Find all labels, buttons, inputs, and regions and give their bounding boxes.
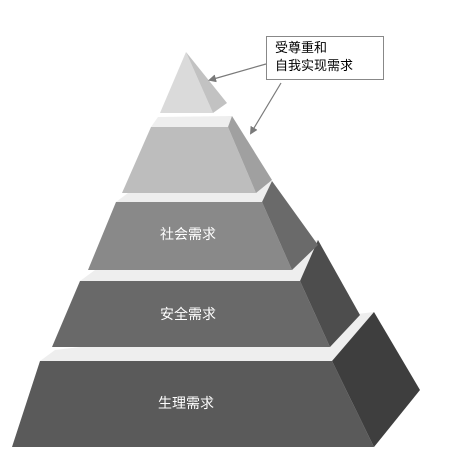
tier-esteem-front — [122, 127, 256, 193]
tier-social-label: 社会需求 — [160, 227, 216, 243]
tier-social-front — [88, 202, 292, 270]
tier-physiological-label: 生理需求 — [158, 396, 214, 412]
callout-arrow-tier4 — [249, 82, 282, 135]
tier-esteem-side — [228, 116, 272, 193]
callout-line-2: 自我实现需求 — [275, 59, 354, 74]
tier-social: 社会需求 — [88, 181, 318, 270]
tier-self-actualization-side — [186, 52, 227, 113]
tier-social-side — [262, 181, 318, 270]
tier-self-actualization — [160, 52, 227, 113]
callout-box: 受尊重和 自我实现需求 — [266, 36, 384, 80]
tier-esteem-top — [151, 116, 232, 127]
callout-arrow-apex — [208, 63, 267, 83]
tier-physiological-front — [12, 361, 374, 447]
tier-self-actualization-front — [160, 52, 213, 113]
tier-esteem — [122, 116, 272, 193]
tier-safety-side — [300, 240, 360, 347]
tier-safety-front — [52, 281, 330, 347]
callout-line-1: 受尊重和 — [275, 41, 328, 56]
tier-physiological-side — [332, 312, 420, 447]
tier-safety-label: 安全需求 — [160, 306, 216, 323]
